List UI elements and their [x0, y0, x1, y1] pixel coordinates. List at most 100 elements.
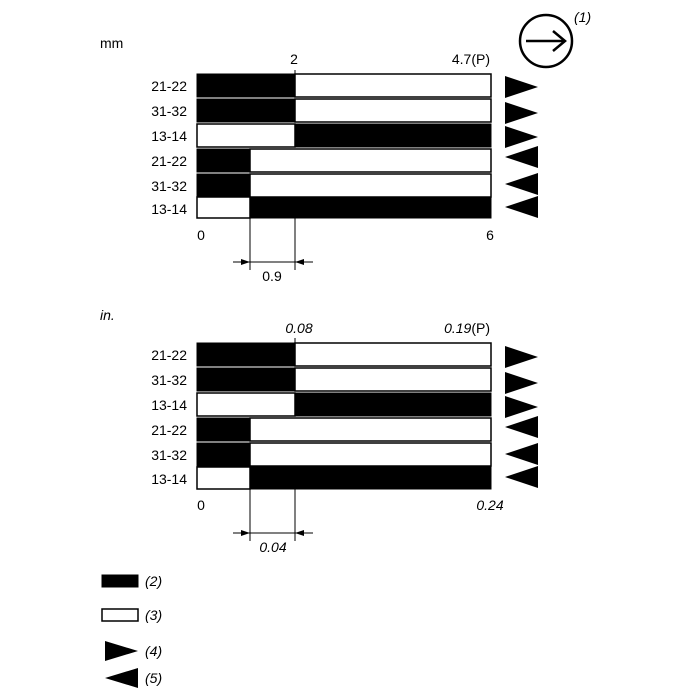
arrow-left-icon [505, 146, 538, 168]
legend-item: (3) [101, 607, 162, 623]
segment-black [249, 196, 492, 219]
arrow-right-icon [505, 76, 538, 98]
legend-item: (5) [105, 668, 162, 688]
panel-in: in. 0.08 0.19(P) 21-22 31-32 13-14 21-22 [100, 307, 538, 555]
bottom-label-start: 0 [197, 497, 205, 513]
row: 13-14 [151, 123, 538, 148]
segment-white [249, 148, 492, 173]
row-label: 31-32 [151, 103, 187, 119]
segment-white [294, 342, 492, 367]
row-label: 21-22 [151, 153, 187, 169]
segment-white [294, 73, 492, 98]
arrow-head-icon [552, 30, 567, 52]
legend-label: (4) [145, 643, 162, 659]
segment-black [196, 173, 251, 198]
arrow-left-icon [505, 443, 538, 465]
segment-black [196, 442, 251, 467]
segment-black [196, 73, 296, 98]
segment-black [249, 466, 492, 490]
segment-white [249, 417, 492, 442]
row-label: 13-14 [151, 471, 187, 487]
bottom-label-end: 6 [486, 227, 494, 243]
legend-label: (5) [145, 670, 162, 686]
segment-white [196, 196, 251, 219]
segment-white [294, 367, 492, 392]
top-label-end: 4.7(P) [452, 51, 490, 67]
row: 13-14 [151, 392, 538, 418]
row-label: 31-32 [151, 178, 187, 194]
arrow-left-icon [505, 173, 538, 195]
row: 21-22 [151, 146, 538, 173]
row: 21-22 [151, 342, 538, 368]
row-label: 31-32 [151, 447, 187, 463]
dimension-arrow-icon [295, 530, 304, 536]
unit-label: in. [100, 307, 115, 323]
top-label-end: 0.19(P) [444, 320, 490, 336]
row: 31-32 [151, 367, 538, 394]
row-label: 13-14 [151, 128, 187, 144]
legend-item: (2) [101, 573, 162, 589]
segment-black [196, 417, 251, 442]
row-label: 21-22 [151, 422, 187, 438]
dimension-label: 0.9 [262, 268, 282, 284]
unit-label: mm [100, 35, 123, 51]
legend: (2) (3) (4) (5) [101, 573, 162, 688]
direction-circle-icon [518, 13, 574, 69]
arrow-right-icon [505, 102, 538, 124]
top-label-mid: 2 [290, 51, 298, 67]
arrow-left-icon [505, 416, 538, 438]
legend-item: (4) [105, 641, 162, 661]
legend-white-rect-icon [101, 608, 139, 622]
legend-label: (2) [145, 573, 162, 589]
top-label-end-suffix: (P) [471, 51, 490, 67]
top-label-end-value: 4.7 [452, 51, 472, 67]
arrow-right-icon [505, 372, 538, 394]
segment-black [196, 148, 251, 173]
row-label: 13-14 [151, 397, 187, 413]
row-label: 21-22 [151, 347, 187, 363]
segment-black [196, 98, 296, 123]
dimension-label: 0.04 [259, 539, 286, 555]
legend-arrow-right-icon [105, 641, 138, 661]
row-label: 21-22 [151, 78, 187, 94]
row-label: 13-14 [151, 201, 187, 217]
row: 21-22 [151, 73, 538, 98]
arrow-right-icon [505, 396, 538, 418]
segment-white [196, 466, 251, 490]
dimension-arrow-icon [295, 259, 304, 265]
dimension-arrow-icon [241, 259, 250, 265]
arrow-left-icon [505, 196, 538, 218]
segment-black [196, 342, 296, 367]
row: 31-32 [151, 442, 538, 467]
row: 13-14 [151, 196, 538, 219]
arrow-right-icon [505, 346, 538, 368]
row: 21-22 [151, 416, 538, 442]
row: 31-32 [151, 98, 538, 124]
arrow-left-icon [505, 466, 538, 488]
legend-arrow-left-icon [105, 668, 138, 688]
panel-mm: mm 2 4.7(P) 21-22 31-32 13-14 21-22 [100, 35, 538, 284]
segment-white [249, 442, 492, 467]
bottom-label-start: 0 [197, 227, 205, 243]
dimension-arrow-icon [241, 530, 250, 536]
legend-label: (3) [145, 607, 162, 623]
segment-black [196, 367, 296, 392]
segment-black [294, 392, 492, 417]
segment-white [249, 173, 492, 198]
segment-white [196, 392, 296, 417]
top-label-mid: 0.08 [285, 320, 312, 336]
legend-black-rect-icon [101, 574, 139, 588]
row-label: 31-32 [151, 372, 187, 388]
row: 31-32 [151, 173, 538, 198]
arrow-right-icon [505, 126, 538, 148]
segment-white [196, 123, 296, 148]
direction-symbol: (1) [518, 9, 591, 69]
top-label-end-value: 0.19 [444, 320, 471, 336]
bottom-label-end: 0.24 [476, 497, 503, 513]
direction-symbol-label: (1) [574, 9, 591, 25]
segment-black [294, 123, 492, 148]
row: 13-14 [151, 466, 538, 490]
top-label-end-suffix: (P) [471, 320, 490, 336]
segment-white [294, 98, 492, 123]
